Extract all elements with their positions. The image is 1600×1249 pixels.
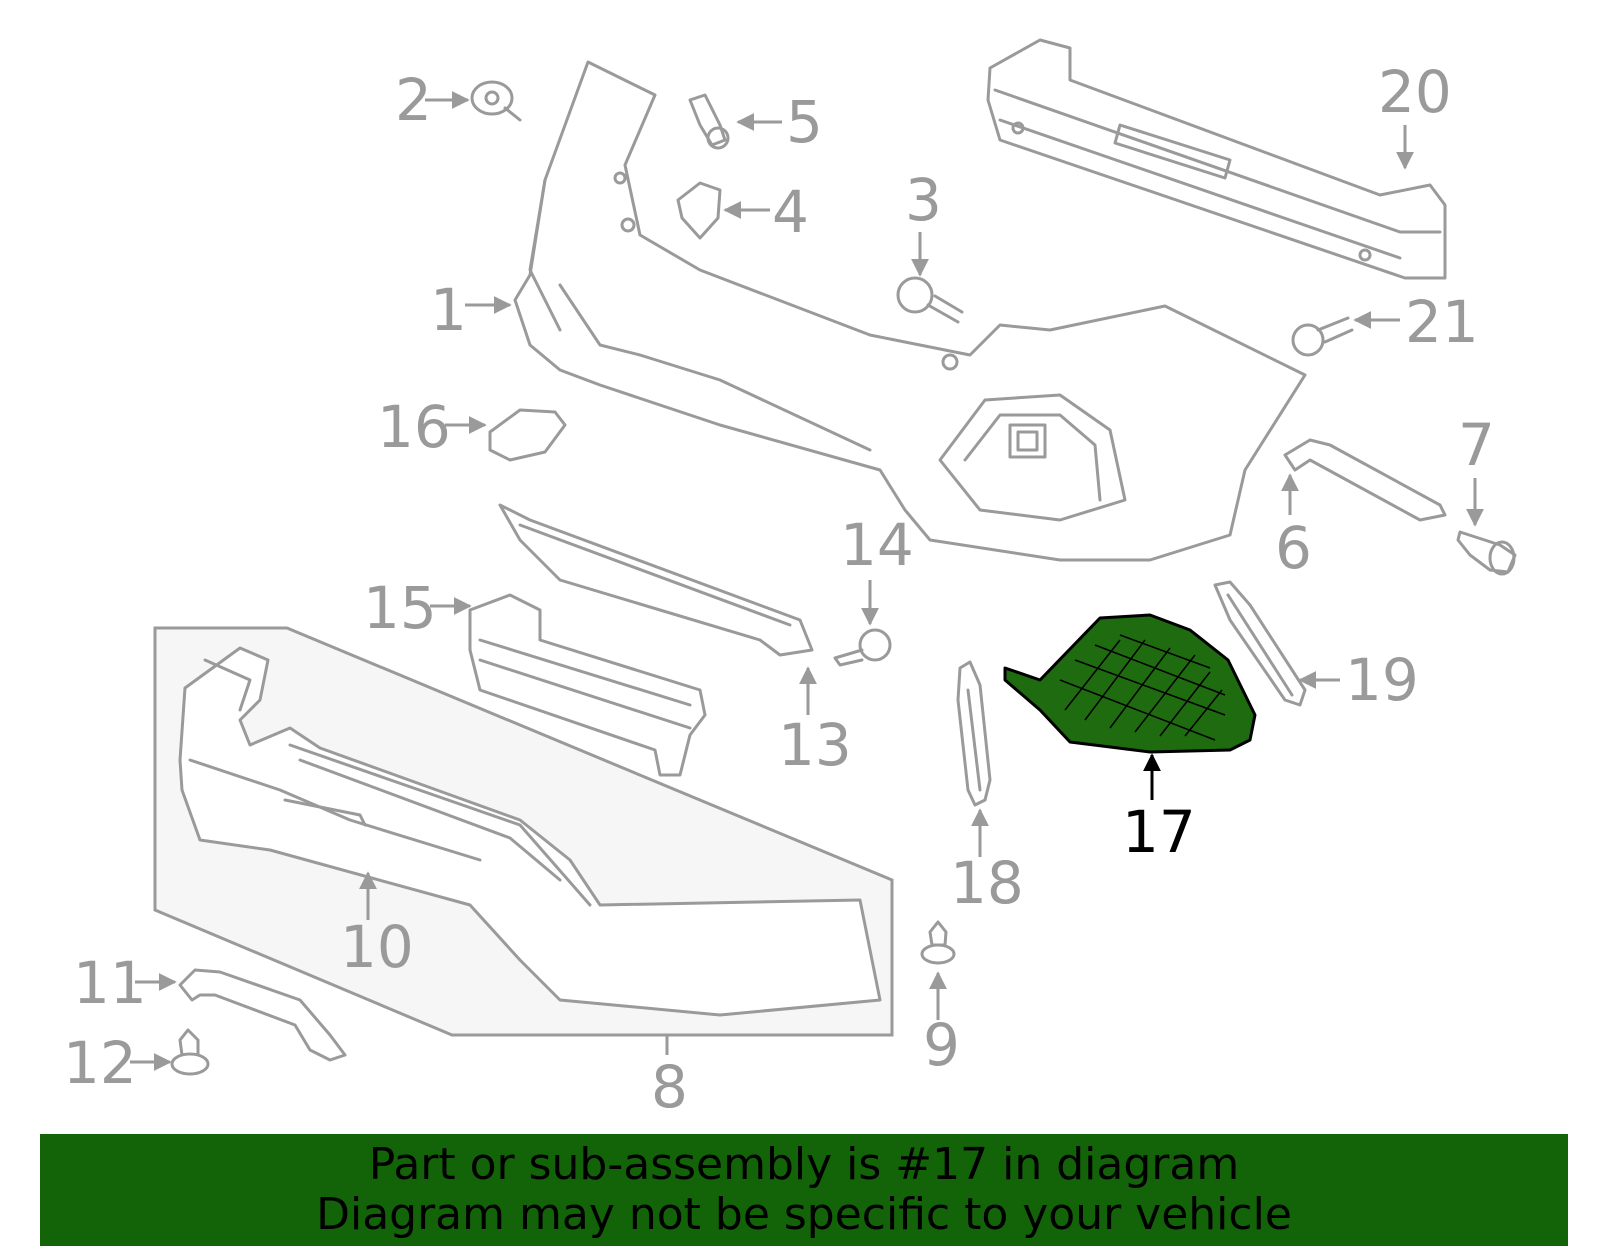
callout-11: 11 <box>73 949 147 1017</box>
part-13-bracket <box>498 503 814 657</box>
callout-18: 18 <box>950 849 1024 917</box>
callout-14: 14 <box>840 511 914 579</box>
banner-line-1: Part or sub-assembly is #17 in diagram <box>368 1139 1240 1190</box>
part-19-molding <box>1213 580 1307 707</box>
part-8-lower-cover-assembly <box>153 626 894 1037</box>
callout-16: 16 <box>377 393 451 461</box>
callout-8: 8 <box>651 1053 688 1121</box>
callout-7: 7 <box>1458 411 1495 479</box>
callout-13: 13 <box>778 711 852 779</box>
part-18-molding <box>956 660 992 807</box>
callout-10: 10 <box>340 913 414 981</box>
callout-12: 12 <box>63 1029 137 1097</box>
part-3-bolt <box>896 276 964 324</box>
callout-19: 19 <box>1345 646 1419 714</box>
part-9-clip <box>920 920 956 965</box>
leader-arrows <box>130 91 1484 1071</box>
part-12-clip <box>170 1028 210 1076</box>
part-16-pad <box>488 408 567 462</box>
part-17-grille-highlighted <box>1003 613 1257 754</box>
part-21-bolt <box>1291 316 1354 357</box>
part-7-clip <box>1456 530 1517 576</box>
callout-2: 2 <box>395 66 432 134</box>
callout-17-highlighted: 17 <box>1122 798 1196 866</box>
callout-labels: 1 2 3 4 5 6 7 8 9 10 11 12 13 14 15 16 1… <box>63 58 1495 1121</box>
callout-4: 4 <box>772 178 809 246</box>
callout-20: 20 <box>1378 58 1452 126</box>
part-15-absorber <box>468 593 707 777</box>
callout-6: 6 <box>1275 514 1312 582</box>
callout-15: 15 <box>363 574 437 642</box>
callout-5: 5 <box>786 88 823 156</box>
part-14-bolt <box>833 628 892 667</box>
part-2-clip <box>470 80 522 122</box>
part-20-reinforcement <box>986 38 1447 280</box>
part-11-bracket <box>178 968 347 1062</box>
callout-9: 9 <box>923 1011 960 1079</box>
part-5-screw <box>688 93 730 150</box>
part-4-retainer <box>676 181 722 240</box>
part-1-bumper-cover <box>513 60 1307 562</box>
callout-21: 21 <box>1405 288 1479 356</box>
callout-1: 1 <box>430 276 467 344</box>
callout-3: 3 <box>905 166 942 234</box>
disclaimer-banner: Part or sub-assembly is #17 in diagram D… <box>40 1134 1568 1246</box>
banner-line-2: Diagram may not be specific to your vehi… <box>316 1189 1292 1240</box>
part-6-bracket <box>1283 438 1447 522</box>
